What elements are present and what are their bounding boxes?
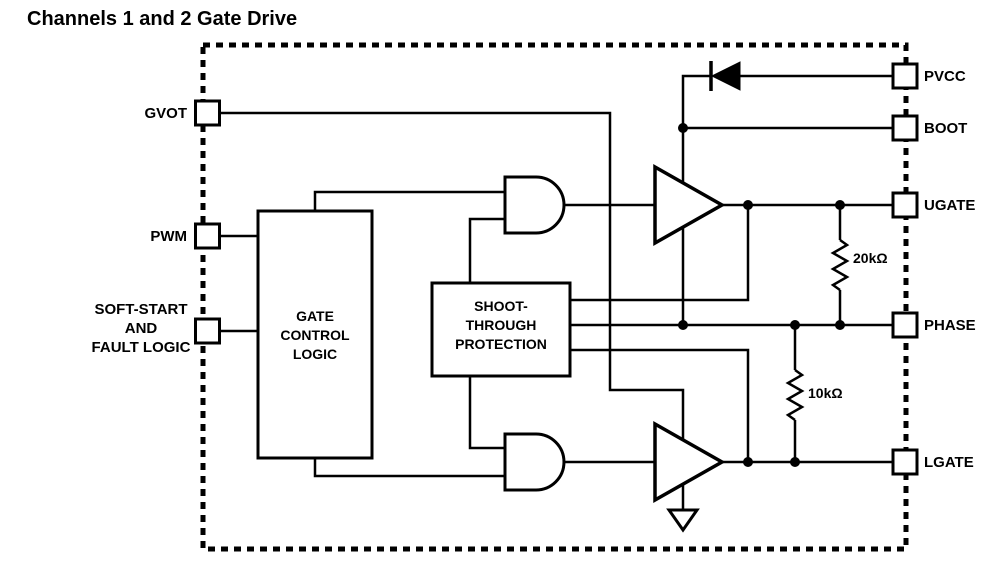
wire-gcl-to-upper-and [313,190,505,211]
pin-soft-start-label: SOFT-START [94,301,187,318]
pin-lgate-label: LGATE [924,454,974,471]
gate-control-logic-label: GATE [296,308,334,324]
lower-gate-driver [653,420,726,504]
ic-boundary [200,42,909,552]
shoot-through-protection-label: SHOOT- [474,298,528,314]
junction-dot [743,200,753,210]
gate-control-logic-box [256,209,374,460]
wire-diode-to-boot [681,74,711,183]
pin-soft-start-label: AND [125,320,158,337]
shoot-through-protection-label: THROUGH [466,317,537,333]
and-gate-lower [503,432,566,492]
shoot-through-protection-label: PROTECTION [455,336,547,352]
wire-gvot [219,111,685,440]
diode-triangle [710,61,741,91]
wire-stp-to-upper-and [468,217,505,283]
junction-dot [835,320,845,330]
pin-phase: PHASE [891,311,976,339]
resistor-20k-label: 20kΩ [853,250,888,266]
pin-boot: BOOT [891,114,967,142]
pin-pwm-label: PWM [150,228,187,245]
pin-boot-pad [891,114,919,142]
resistor-10k-label: 10kΩ [808,385,843,401]
pin-pvcc-pad [891,62,919,90]
wire-gcl-to-lower-and [313,458,505,478]
shoot-through-protection-block: SHOOT- THROUGH PROTECTION [430,281,572,378]
resistor-20k-icon [830,238,850,292]
pin-gvot-pad [194,99,221,127]
junction-dot [790,457,800,467]
resistor-10k-icon [785,368,805,422]
junction-dot [678,123,688,133]
gate-control-logic-label: LOGIC [293,346,337,362]
junction-dot [678,320,688,330]
wire-stp-to-lower-and [468,376,505,450]
pin-gvot: GVOT [144,99,221,127]
gate-control-logic-block: GATE CONTROL LOGIC [256,209,374,460]
pin-soft-start-pad [194,317,221,345]
junction-dot [790,320,800,330]
pin-boot-label: BOOT [924,120,967,137]
pin-ugate: UGATE [891,191,975,219]
pin-soft-start-label: FAULT LOGIC [92,339,191,356]
pin-ugate-pad [891,191,919,219]
wire-stp-lgate-sense [570,348,750,462]
gate-control-logic-label: CONTROL [280,327,350,343]
junction-dot [835,200,845,210]
figure-title: Channels 1 and 2 Gate Drive [27,8,297,30]
and-gate-upper [503,175,566,235]
pin-phase-label: PHASE [924,317,976,334]
pin-pwm: PWM [150,222,221,250]
pin-soft-start: SOFT-START AND FAULT LOGIC [92,301,221,356]
pin-lgate: LGATE [891,448,974,476]
pin-gvot-label: GVOT [144,105,187,122]
junction-dots [678,123,845,467]
ground-icon [666,508,700,533]
bootstrap-diode-icon [709,61,741,91]
junction-dot [743,457,753,467]
pin-pvcc: PVCC [891,62,966,90]
pin-pwm-pad [194,222,221,250]
wire-stp-ugate-sense [570,205,750,302]
pin-ugate-label: UGATE [924,197,975,214]
pin-pvcc-label: PVCC [924,68,966,85]
pin-phase-pad [891,311,919,339]
pin-lgate-pad [891,448,919,476]
shoot-through-protection-box [430,281,572,378]
upper-gate-driver [653,163,726,247]
